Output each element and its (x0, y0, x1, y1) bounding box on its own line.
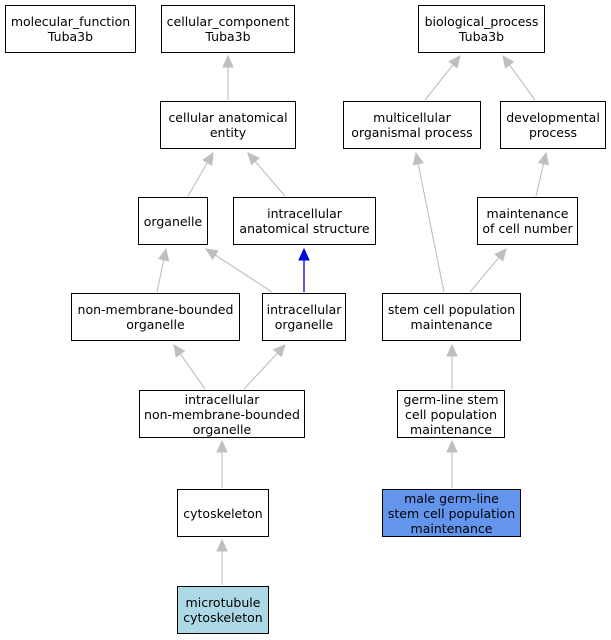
node-label-line: cell population (405, 406, 497, 422)
node-label-line: intracellular (267, 206, 342, 221)
node-label-line: organelle (143, 213, 203, 229)
edge-arrowhead (446, 439, 458, 453)
edge-dev-to-bp (502, 55, 536, 101)
edge-mtc-to-cyto (216, 538, 228, 585)
node-maintenance-of-cell-number[interactable]: maintenance of cell number (477, 197, 578, 245)
edge-arrowhead (204, 248, 219, 261)
edge-arrowhead (448, 55, 461, 69)
edge-line (243, 352, 278, 390)
node-label-line: biological_process (424, 14, 539, 29)
node-intracellular-organelle[interactable]: intracellular organelle (262, 293, 346, 341)
node-label-line: maintenance (410, 520, 493, 536)
node-label-line: maintenance (410, 317, 493, 332)
node-developmental-process[interactable]: developmental process (500, 101, 606, 149)
node-organelle[interactable]: organelle (138, 197, 208, 245)
edge-arrowhead (494, 248, 507, 262)
edge-mop-to-bp (424, 55, 461, 101)
edge-arrowhead (222, 54, 234, 68)
edge-inmbo-to-io (243, 344, 286, 390)
node-label-line: organelle (192, 421, 252, 437)
edge-cae-to-cc (222, 54, 234, 100)
node-label-line: cellular_component (166, 14, 290, 29)
node-label-line: organismal process (351, 125, 473, 140)
node-cellular-component[interactable]: cellular_component Tuba3b (161, 5, 295, 53)
edge-arrowhead (298, 247, 310, 261)
edge-org-to-cae (187, 151, 214, 197)
node-label-line: non-membrane-bounded (77, 302, 234, 317)
edge-line (417, 163, 445, 293)
node-intracellular-non-membrane-bounded-organelle[interactable]: intracellular non-membrane-bounded organ… (139, 390, 305, 438)
edge-glscpm-to-scpm (446, 343, 458, 389)
edge-cyto-to-inmbo (216, 439, 228, 488)
node-label-line: cytoskeleton (183, 610, 263, 625)
edge-line (424, 64, 454, 101)
edge-scpm-to-mop (412, 151, 445, 293)
node-label-line: organelle (126, 317, 185, 332)
node-label-line: intracellular (266, 302, 342, 317)
edge-arrowhead (446, 343, 458, 357)
node-male-germ-line-stem-cell-population-maintenance[interactable]: male germ-line stem cell population main… (382, 489, 521, 537)
edge-io-to-org (204, 248, 273, 293)
node-biological-process[interactable]: biological_process Tuba3b (418, 5, 545, 53)
edge-scpm-to-mcn (469, 248, 507, 293)
node-label-line: entity (209, 125, 247, 140)
node-label-line: of cell number (482, 221, 573, 236)
edge-inmbo-to-nmbo (173, 344, 206, 390)
node-label-line: organelle (274, 317, 334, 332)
edge-line (469, 257, 500, 293)
node-label-line: non-membrane-bounded (144, 406, 300, 422)
edge-mglscpm-to-glscpm (446, 439, 458, 488)
node-intracellular-anatomical-structure[interactable]: intracellular anatomical structure (233, 197, 376, 245)
edge-line (214, 254, 273, 293)
node-label-line: maintenance (410, 421, 492, 437)
node-multicellular-organismal-process[interactable]: multicellular organismal process (343, 101, 481, 149)
edge-arrowhead (537, 151, 550, 166)
edge-arrowhead (202, 151, 214, 166)
edge-ias-to-cae (247, 152, 286, 197)
node-microtubule-cytoskeleton[interactable]: microtubule cytoskeleton (177, 586, 269, 634)
edge-arrowhead (158, 247, 170, 262)
node-stem-cell-population-maintenance[interactable]: stem cell population maintenance (382, 293, 521, 341)
edge-line (509, 64, 536, 101)
node-cellular-anatomical-entity[interactable]: cellular anatomical entity (160, 101, 296, 149)
node-label-line: Tuba3b (205, 29, 251, 44)
node-label-line: process (528, 125, 578, 140)
node-label-line: stem cell population (387, 302, 516, 317)
edge-io-to-ias (298, 247, 310, 292)
node-label-line: intracellular (184, 391, 260, 407)
edge-arrowhead (173, 344, 186, 358)
node-label-line: developmental (506, 110, 600, 125)
node-label-line: cellular anatomical (168, 110, 288, 125)
node-label-line: stem cell population (387, 505, 516, 521)
edge-line (187, 162, 208, 197)
node-label-line: Tuba3b (47, 29, 94, 44)
node-label-line: anatomical structure (239, 221, 370, 236)
edge-arrowhead (272, 344, 286, 358)
edge-nmbo-to-org (156, 247, 170, 293)
node-germ-line-stem-cell-population-maintenance[interactable]: germ-line stem cell population maintenan… (397, 390, 505, 438)
node-non-membrane-bounded-organelle[interactable]: non-membrane-bounded organelle (71, 293, 240, 341)
node-label-line: molecular_function (10, 14, 131, 29)
edge-arrowhead (247, 152, 260, 166)
node-molecular-function[interactable]: molecular_function Tuba3b (5, 5, 136, 53)
edge-line (179, 353, 206, 390)
node-label-line: germ-line stem (403, 391, 499, 407)
node-label-line: cytoskeleton (183, 505, 263, 521)
edge-arrowhead (216, 439, 228, 453)
edge-arrowhead (412, 151, 424, 166)
node-cytoskeleton[interactable]: cytoskeleton (177, 489, 269, 537)
edge-line (535, 163, 545, 197)
node-label-line: multicellular (373, 110, 451, 125)
edge-arrowhead (216, 538, 228, 552)
edge-arrowhead (502, 55, 515, 69)
edge-line (156, 259, 165, 293)
node-label-line: maintenance (486, 206, 569, 221)
node-label-line: Tuba3b (458, 29, 505, 44)
node-label-line: microtubule (185, 595, 261, 610)
edge-line (254, 160, 286, 197)
node-label-line: male germ-line (404, 490, 499, 506)
edge-mcn-to-dev (535, 151, 550, 197)
